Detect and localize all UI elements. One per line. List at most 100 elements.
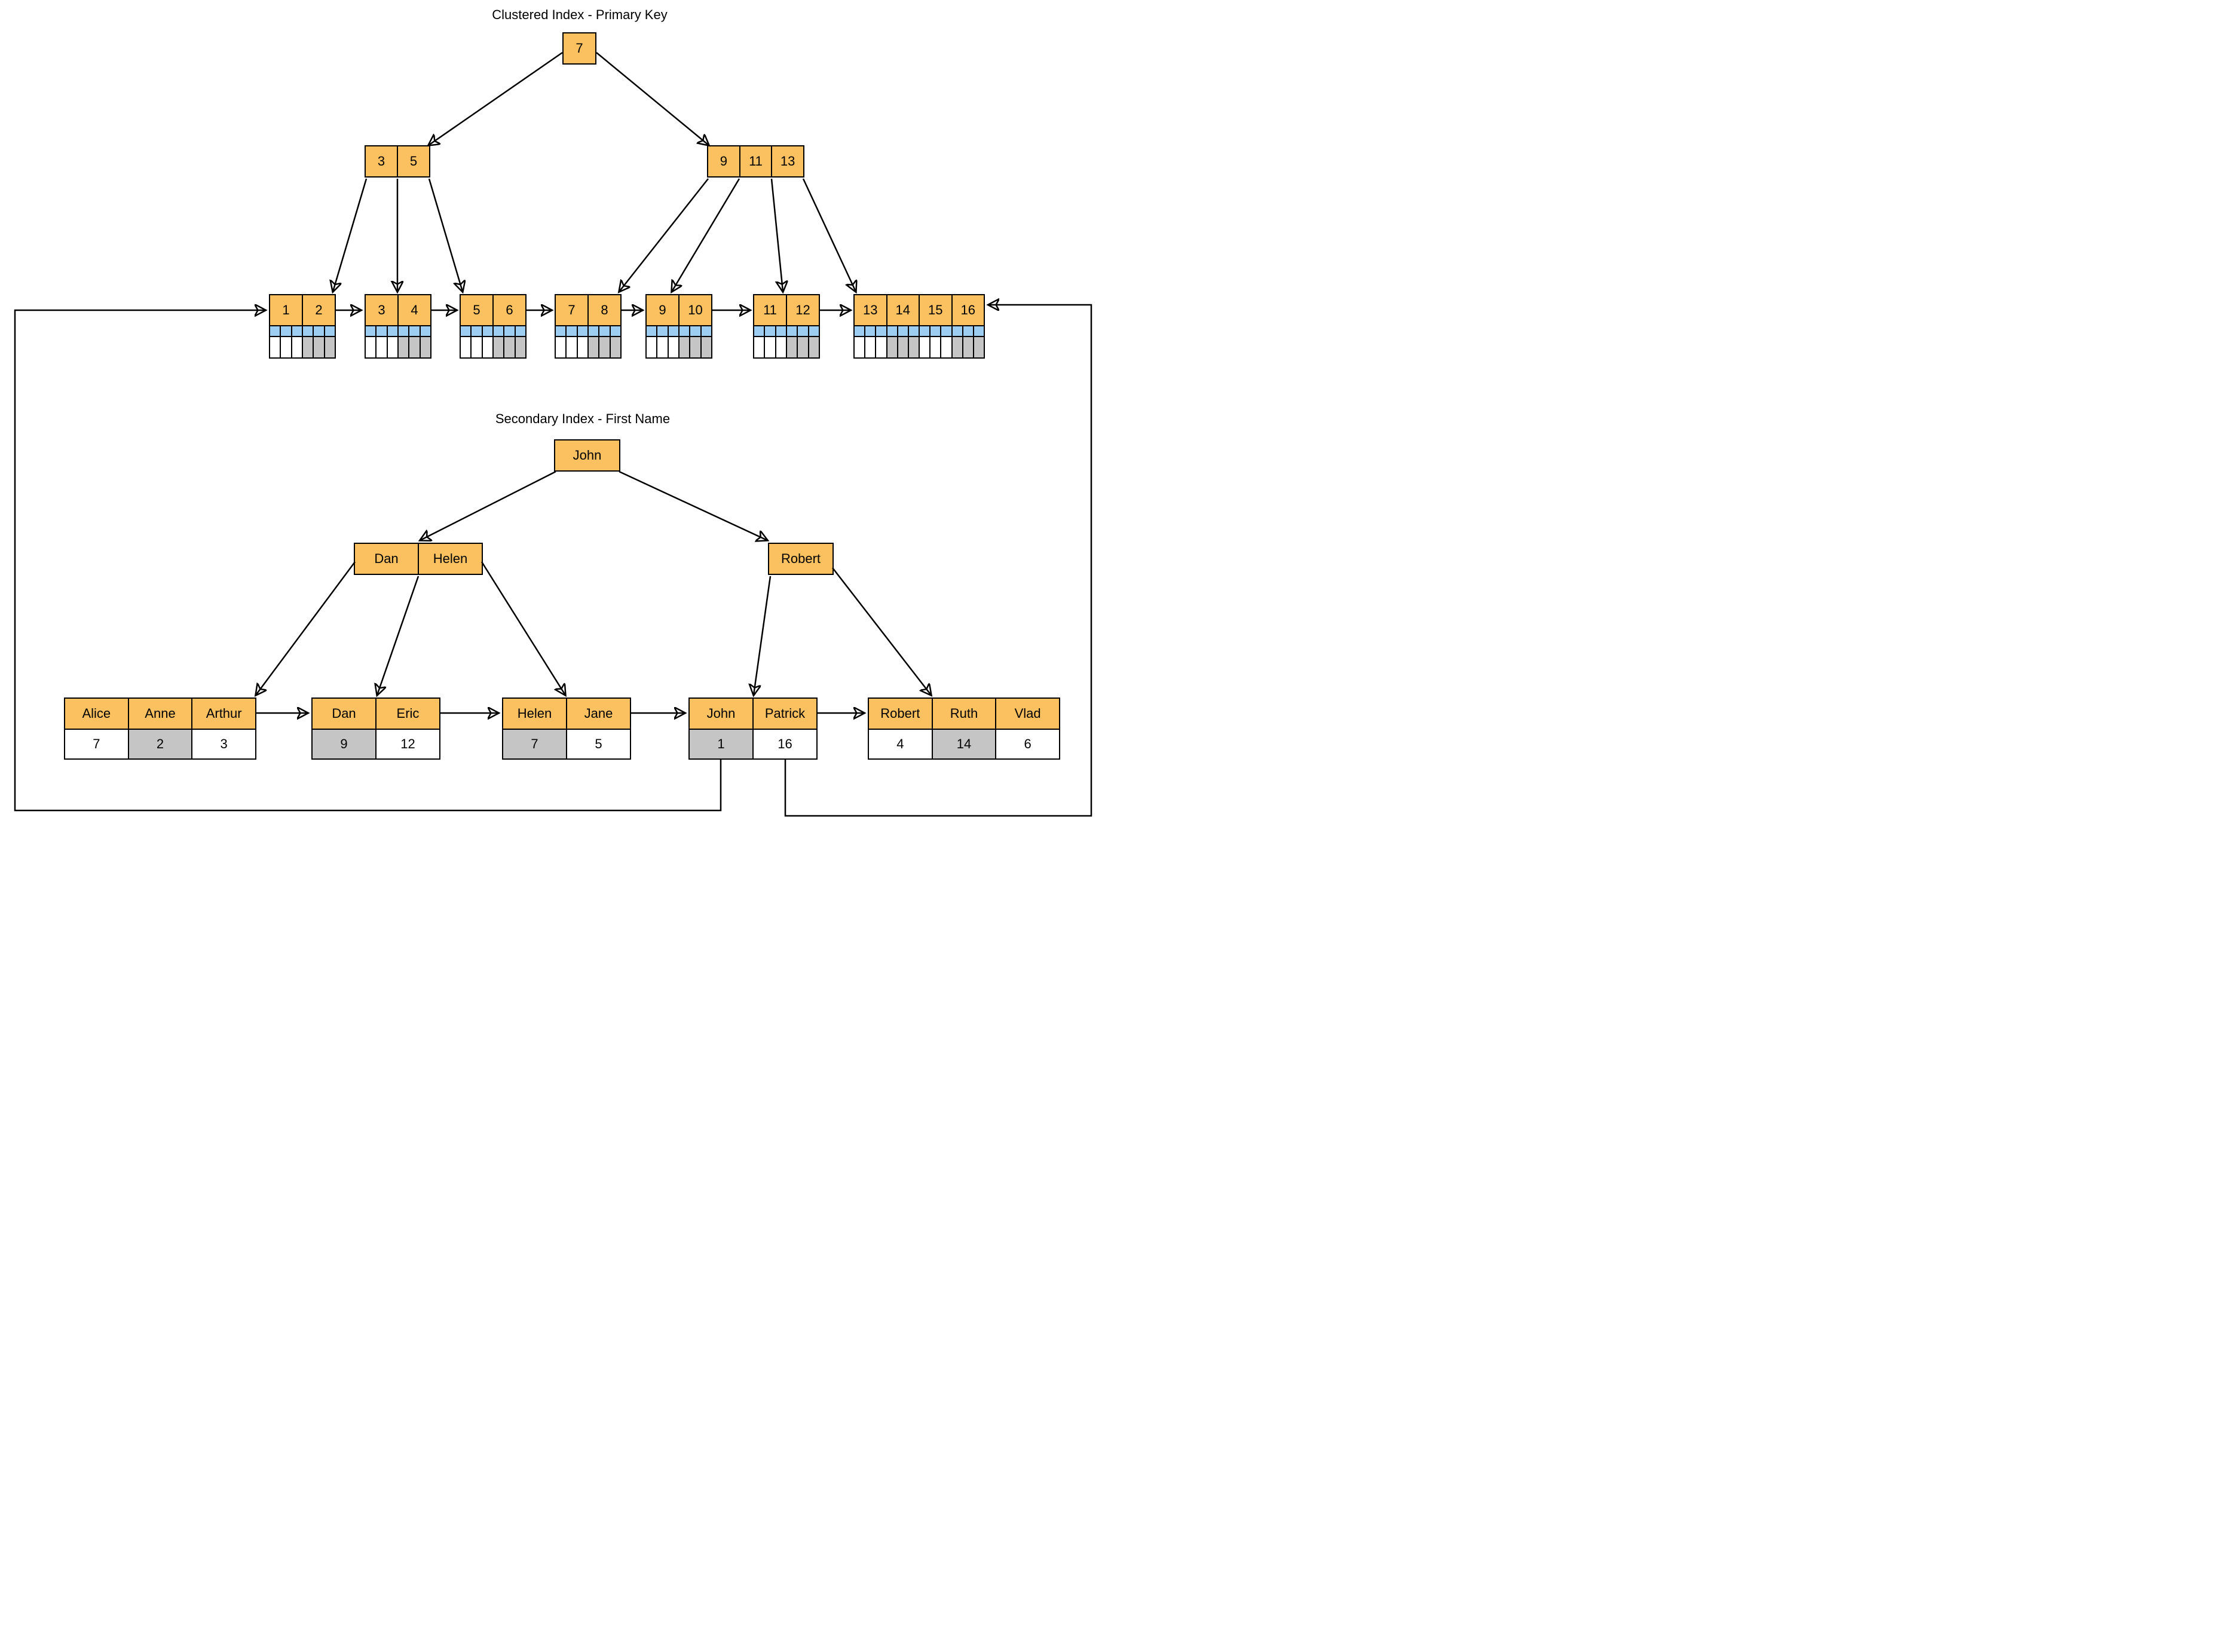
primary-key-cell: 2 [128, 730, 192, 758]
name-cell: Eric [377, 699, 439, 729]
record-data-cells [887, 337, 919, 357]
secondary-leaf-node-john-patrick: John Patrick 1 16 [688, 697, 818, 760]
primary-key-cell: 9 [313, 730, 375, 758]
primary-key-cell: 14 [932, 730, 996, 758]
primary-key-cell: 3 [192, 730, 255, 758]
key-cell: 9 [647, 295, 678, 325]
key-cell: 4 [399, 295, 430, 325]
record-data-cells [461, 337, 492, 357]
key-cell: 13 [772, 146, 803, 176]
record-data-cells [270, 337, 302, 357]
key-cell: Helen [419, 544, 482, 574]
clustered-index-title: Clustered Index - Primary Key [492, 7, 668, 22]
key-cell: 7 [564, 33, 595, 63]
primary-key-cell: 1 [690, 730, 752, 758]
key-cell: 13 [855, 295, 886, 325]
key-cell: 6 [494, 295, 525, 325]
key-cell: 15 [920, 295, 951, 325]
record-header-cells [270, 326, 302, 336]
clustered-leaf-node-3-4: 3 4 [365, 294, 431, 359]
edge-node35-to-leaf56 [428, 178, 463, 292]
edge-node91113-to-leaf1112 [770, 178, 783, 292]
edge-danhelen-to-helenleaf [480, 561, 565, 695]
clustered-leaf-node-1-2: 1 2 [269, 294, 336, 359]
edge-rootjohn-to-danhelen [420, 470, 556, 540]
key-cell: 16 [952, 295, 984, 325]
edge-danhelen-to-aliceleaf [256, 561, 356, 695]
key-cell: 2 [303, 295, 335, 325]
key-cell: 11 [740, 146, 772, 176]
record-data-cells [920, 337, 951, 357]
secondary-root-node: John [554, 439, 620, 472]
primary-key-cell: 12 [377, 730, 439, 758]
key-cell: 10 [680, 295, 711, 325]
primary-key-cell: 6 [996, 730, 1059, 758]
key-cell: 7 [556, 295, 587, 325]
key-cell: 5 [461, 295, 492, 325]
edge-danhelen-to-danleaf [377, 576, 420, 695]
name-cell: Robert [869, 699, 932, 729]
clustered-internal-node-3-5: 3 5 [365, 145, 430, 178]
primary-key-cell: 4 [869, 730, 932, 758]
key-cell: 5 [398, 146, 429, 176]
record-header-cells [754, 326, 786, 336]
record-header-cells [680, 326, 711, 336]
record-header-cells [494, 326, 525, 336]
record-header-cells [920, 326, 951, 336]
record-data-cells [556, 337, 587, 357]
record-data-cells [787, 337, 819, 357]
key-cell: 12 [787, 295, 819, 325]
edge-robert-to-johnleaf [754, 576, 772, 695]
secondary-internal-node-robert: Robert [768, 543, 834, 575]
key-cell: 8 [589, 295, 620, 325]
name-cell: Vlad [996, 699, 1059, 729]
edge-node91113-to-leaf910 [672, 178, 740, 292]
record-header-cells [303, 326, 335, 336]
primary-key-cell: 16 [754, 730, 816, 758]
name-cell: John [690, 699, 752, 729]
edge-node91113-to-leaf78 [619, 178, 709, 292]
primary-key-cell: 5 [567, 730, 630, 758]
key-cell: 3 [366, 146, 397, 176]
name-cell: Arthur [192, 699, 255, 729]
clustered-leaf-node-9-10: 9 10 [645, 294, 712, 359]
name-cell: Ruth [932, 699, 996, 729]
record-header-cells [647, 326, 678, 336]
clustered-leaf-node-7-8: 7 8 [555, 294, 622, 359]
record-header-cells [887, 326, 919, 336]
clustered-root-node: 7 [562, 32, 596, 65]
primary-key-cell: 7 [503, 730, 566, 758]
record-header-cells [787, 326, 819, 336]
key-cell: 11 [754, 295, 786, 325]
name-cell: Jane [567, 699, 630, 729]
record-data-cells [680, 337, 711, 357]
record-data-cells [855, 337, 886, 357]
record-data-cells [754, 337, 786, 357]
clustered-leaf-node-5-6: 5 6 [460, 294, 527, 359]
name-cell: Dan [313, 699, 375, 729]
edge-root7-to-node35 [428, 51, 563, 145]
key-cell: 3 [366, 295, 397, 325]
record-header-cells [855, 326, 886, 336]
record-data-cells [494, 337, 525, 357]
secondary-internal-node-dan-helen: Dan Helen [354, 543, 483, 575]
edge-rootjohn-to-robert [619, 470, 767, 540]
secondary-leaf-node-dan-eric: Dan Eric 9 12 [311, 697, 440, 760]
record-data-cells [303, 337, 335, 357]
primary-key-cell: 7 [65, 730, 128, 758]
record-data-cells [952, 337, 984, 357]
edge-robert-to-robertleaf [832, 567, 931, 695]
secondary-leaf-node-robert-ruth-vlad: Robert Ruth Vlad 4 14 6 [868, 697, 1060, 760]
key-cell: 1 [270, 295, 302, 325]
record-header-cells [399, 326, 430, 336]
key-cell: Robert [769, 544, 832, 574]
record-header-cells [461, 326, 492, 336]
clustered-leaf-node-11-12: 11 12 [753, 294, 820, 359]
record-header-cells [366, 326, 397, 336]
name-cell: Helen [503, 699, 566, 729]
record-header-cells [556, 326, 587, 336]
name-cell: Patrick [754, 699, 816, 729]
key-cell: 9 [708, 146, 739, 176]
record-header-cells [952, 326, 984, 336]
clustered-internal-node-9-11-13: 9 11 13 [707, 145, 804, 178]
